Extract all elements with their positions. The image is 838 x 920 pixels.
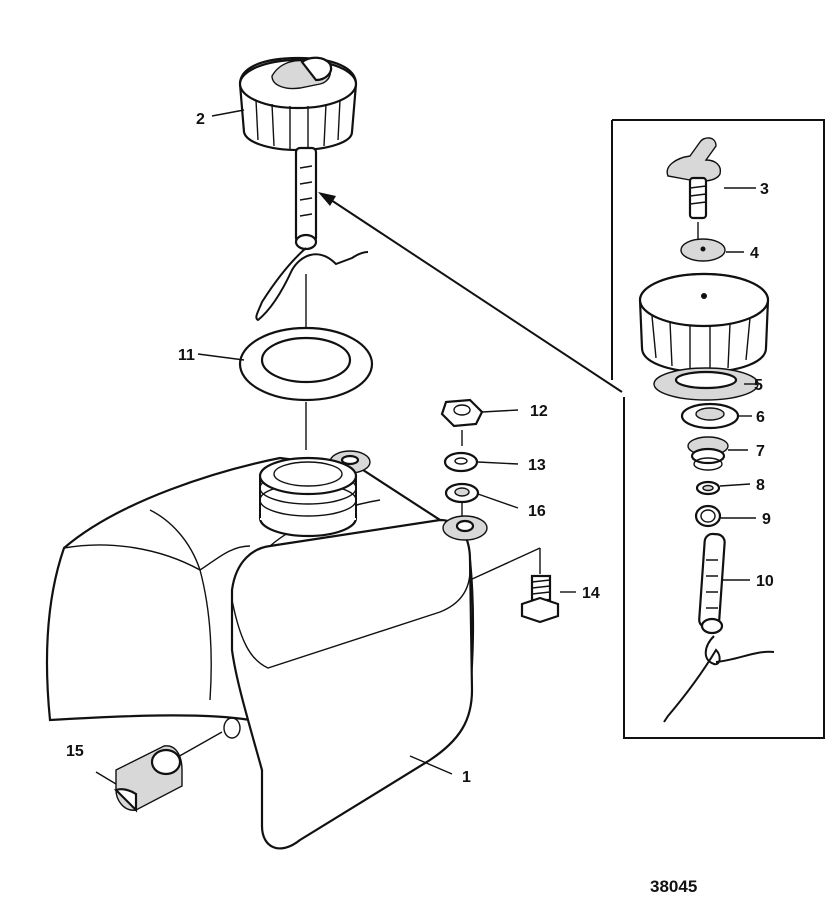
callout-8: 8 (756, 477, 765, 494)
callout-labels: 1 2 3 4 5 6 7 8 9 10 11 12 13 14 15 16 (66, 111, 774, 786)
callout-2: 2 (196, 111, 205, 128)
lock-washer-16 (444, 482, 480, 516)
cap-body (638, 272, 770, 374)
callout-10: 10 (756, 573, 774, 590)
gasket-11 (238, 274, 374, 450)
washer-4 (680, 238, 726, 262)
spring-retainer-7 (687, 436, 729, 471)
callout-16: 16 (528, 503, 546, 520)
gasket-5 (653, 367, 759, 401)
o-ring-8 (695, 480, 721, 496)
grommet-15 (113, 731, 223, 813)
washer-13 (443, 451, 479, 473)
bolt-14 (469, 547, 560, 624)
callout-4: 4 (750, 245, 759, 262)
callout-1: 1 (462, 769, 471, 786)
callout-15: 15 (66, 743, 84, 760)
callout-14: 14 (582, 585, 600, 602)
callout-3: 3 (760, 181, 769, 198)
drawing-number: 38045 (650, 877, 697, 896)
vent-screw-3 (666, 137, 722, 240)
detail-reference-arrow (318, 192, 623, 393)
callout-9: 9 (762, 511, 771, 528)
seal-6 (680, 402, 740, 430)
leader-lines (95, 109, 756, 785)
dipstick-10 (663, 532, 775, 723)
callout-6: 6 (756, 409, 765, 426)
callout-12: 12 (530, 403, 548, 420)
filler-cap-assembly (238, 56, 369, 322)
detail-inset-frame (611, 119, 825, 739)
clip-9 (694, 504, 722, 528)
oil-tank (45, 450, 488, 850)
callout-5: 5 (754, 377, 763, 394)
callout-7: 7 (756, 443, 765, 460)
callout-13: 13 (528, 457, 546, 474)
callout-11: 11 (178, 347, 195, 364)
hex-nut-12 (440, 398, 484, 446)
